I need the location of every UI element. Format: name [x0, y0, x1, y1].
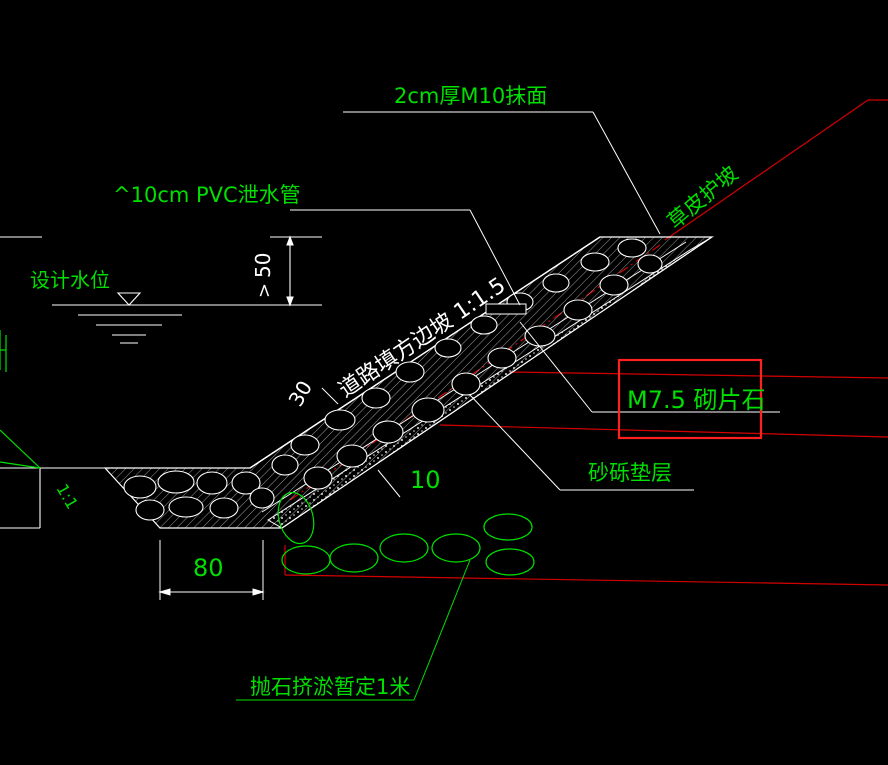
design-water-level-label: 设计水位: [30, 268, 110, 292]
red-boundary-lines: [284, 99, 888, 586]
cushion-thickness-label: 10: [410, 466, 441, 494]
rubble-stone-label: M7.5 砌片石: [627, 386, 766, 414]
water-depth-prefix-label: >: [254, 283, 275, 298]
grass-slope-label: 草皮护坡: [663, 161, 743, 233]
riprap-note-label: 抛石挤淤暂定1米: [250, 675, 410, 699]
left-slope-ratio-label: 1:1: [53, 481, 82, 513]
drain-pipe-label: ^10cm PVC泄水管: [113, 183, 301, 207]
toe-width-label: 80: [193, 554, 224, 582]
leader-lines: [236, 111, 780, 701]
water-depth-dim-label: 50: [251, 253, 275, 278]
slope-thickness-label: 30: [284, 376, 318, 410]
gravel-cushion-label: 砂砾垫层: [588, 461, 672, 485]
ground-lines: [0, 235, 322, 529]
left-slope-marks: [0, 330, 41, 469]
riprap-stones: [277, 491, 535, 576]
rubble-stones: [123, 238, 663, 521]
surface-finish-label: 2cm厚M10抹面: [394, 84, 547, 108]
dim-80: [158, 540, 265, 600]
highlight-box[interactable]: [617, 358, 763, 440]
